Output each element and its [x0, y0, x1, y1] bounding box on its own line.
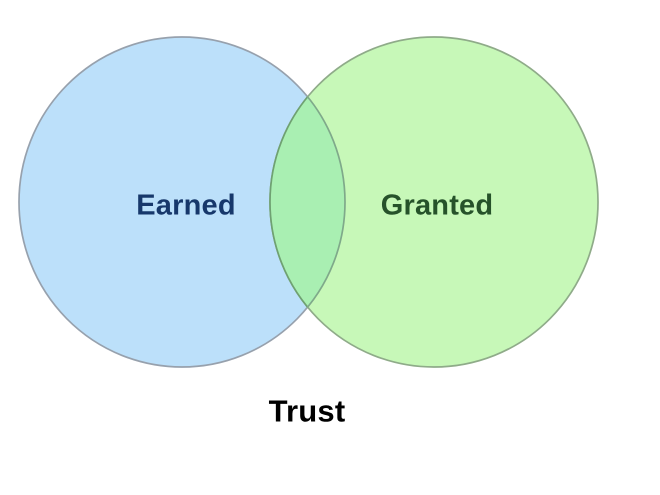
overlap-earned-edge-arc — [270, 37, 346, 367]
diagram-title: Trust — [268, 393, 346, 429]
granted-label: Granted — [380, 189, 494, 222]
overlap-region — [269, 37, 345, 367]
earned-label: Earned — [136, 189, 236, 222]
